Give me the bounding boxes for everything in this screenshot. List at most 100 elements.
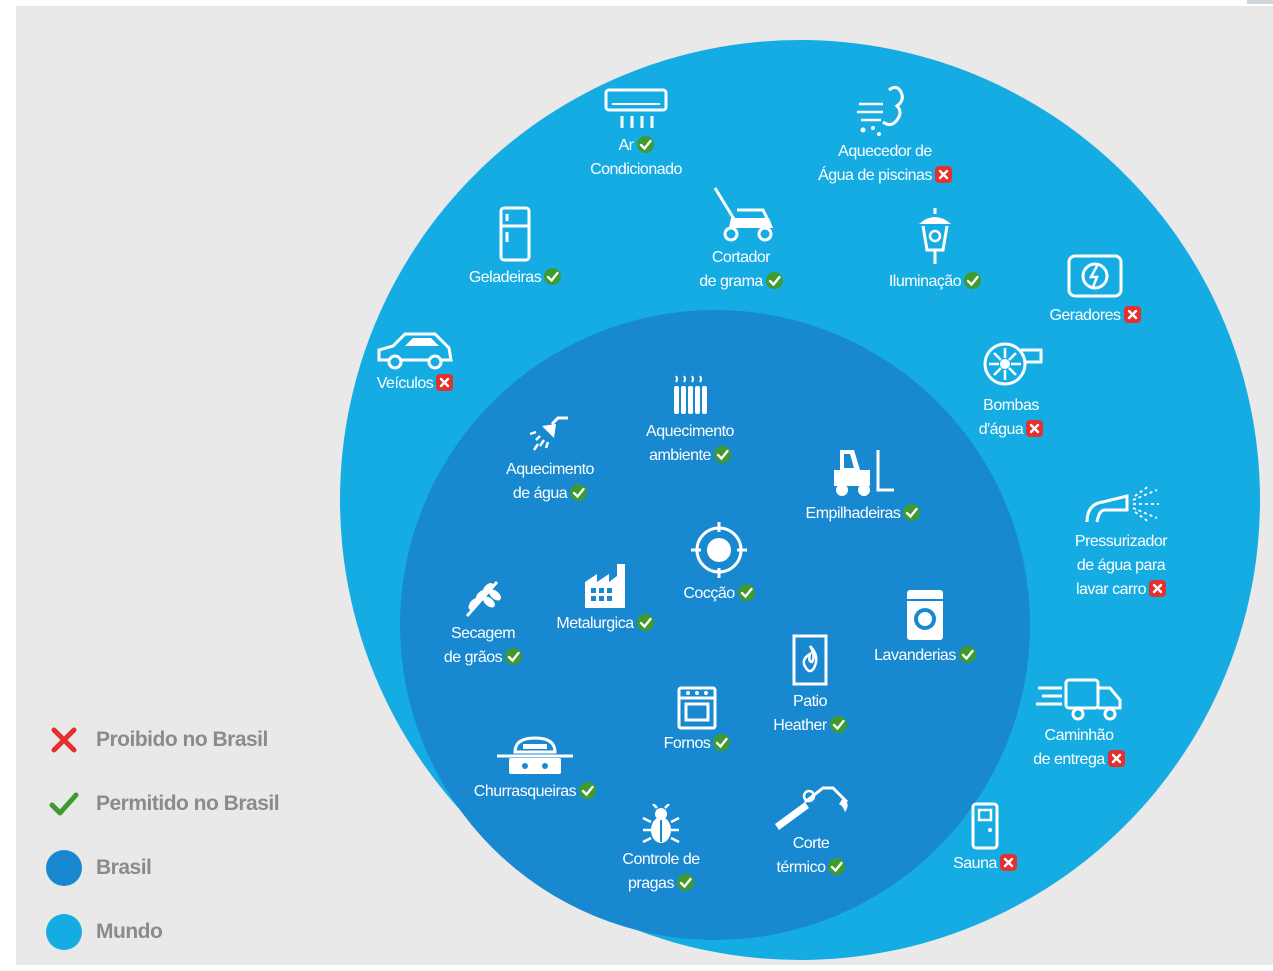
item-label-line: ambiente xyxy=(595,444,785,468)
item-label-line: Empilhadeiras xyxy=(768,502,958,526)
item-label-line: Caminhão xyxy=(1044,727,1114,744)
proibido-x-icon xyxy=(436,374,454,391)
generator-icon xyxy=(1067,254,1123,298)
item-label-line: Churrasqueiras xyxy=(440,780,630,804)
item-label-line: de entrega xyxy=(984,748,1174,772)
item-ar-condicionado: Ar Condicionado xyxy=(541,88,731,182)
legend-permitido: Permitido no Brasil xyxy=(44,784,344,824)
permitido-check-icon xyxy=(713,734,731,751)
item-metalurgica: Metalurgica xyxy=(510,562,700,636)
forklift-icon xyxy=(834,450,894,496)
permitido-check-icon xyxy=(765,272,783,289)
torch-icon xyxy=(775,786,849,830)
patio-heater-icon xyxy=(792,634,828,686)
item-label-line: Sauna xyxy=(890,852,1080,876)
item-label-line: Veículos xyxy=(320,372,510,396)
item-label-line: de grãos xyxy=(388,646,578,670)
item-empilhadeiras: Empilhadeiras xyxy=(768,446,958,526)
legend-mundo: Mundo xyxy=(44,912,344,952)
item-label-line: Condicionado xyxy=(590,161,682,178)
water-pump-icon xyxy=(983,342,1043,386)
item-pressurizador: Pressurizador de água para lavar carro xyxy=(1026,484,1216,602)
item-aquecimento-ambiente: Aquecimento ambiente xyxy=(595,372,785,468)
item-controle-pragas: Controle de pragas xyxy=(566,804,756,896)
grill-icon xyxy=(497,736,573,774)
proibido-x-icon xyxy=(1026,420,1044,437)
item-geladeiras: Geladeiras xyxy=(420,206,610,290)
proibido-x-icon xyxy=(1123,306,1141,323)
item-label-line: Controle de xyxy=(622,851,700,868)
permitido-check-icon xyxy=(713,446,731,463)
item-label-line: Aquecimento xyxy=(646,423,734,440)
item-label-line: de água para xyxy=(1076,557,1166,574)
item-label-line: Ar xyxy=(541,134,731,158)
item-label-line: Pressurizador xyxy=(1074,533,1168,550)
item-lavanderias: Lavanderias xyxy=(830,588,1020,668)
item-label-line: Lavanderias xyxy=(830,644,1020,668)
permitido-check-icon xyxy=(903,504,921,521)
legend-label: Proibido no Brasil xyxy=(96,728,268,751)
shower-icon xyxy=(529,416,568,451)
legend-label: Brasil xyxy=(96,856,152,879)
item-label-line: Heather xyxy=(715,714,905,738)
car-icon xyxy=(377,332,453,370)
oven-icon xyxy=(677,686,717,730)
item-label-line: Bombas xyxy=(983,397,1039,414)
permitido-check-icon xyxy=(958,646,976,663)
legend-label: Mundo xyxy=(96,920,163,943)
permitido-check-icon xyxy=(636,136,654,153)
pool-heater-icon xyxy=(857,85,904,136)
proibido-x-icon xyxy=(1107,750,1125,767)
factory-icon xyxy=(585,564,625,608)
item-label-line: pragas xyxy=(566,872,756,896)
item-patio-heather: Patio Heather xyxy=(715,632,905,738)
item-iluminacao: Iluminação xyxy=(840,206,1030,294)
pressure-washer-icon xyxy=(1085,485,1159,523)
radiator-icon xyxy=(674,375,707,414)
item-caminhao: Caminhão de entrega xyxy=(984,676,1174,772)
permitido-check-icon xyxy=(828,858,846,875)
item-aquecimento-agua: Aquecimento de água xyxy=(455,414,645,506)
proibido-x-icon xyxy=(1149,580,1167,597)
legend-brasil: Brasil xyxy=(44,848,344,888)
item-label-line: térmico xyxy=(716,856,906,880)
item-geradores: Geradores xyxy=(1000,252,1190,328)
item-aquecedor-piscinas: Aquecedor de Água de piscinas xyxy=(790,84,980,188)
permitido-check-icon xyxy=(636,614,654,631)
item-coccao: Cocção xyxy=(624,520,814,606)
item-fornos: Fornos xyxy=(602,686,792,756)
item-label-line: de água xyxy=(455,482,645,506)
legend-proibido: Proibido no Brasil xyxy=(44,720,344,760)
permitido-check-icon xyxy=(505,648,523,665)
item-churrasqueiras: Churrasqueiras xyxy=(440,734,630,804)
item-veiculos: Veículos xyxy=(320,330,510,396)
permitido-check-icon xyxy=(676,874,694,891)
item-label-line: Fornos xyxy=(602,732,792,756)
item-label-line: Geradores xyxy=(1000,304,1190,328)
item-label-line: lavar carro xyxy=(1026,578,1216,602)
item-label-line: Água de piscinas xyxy=(790,164,980,188)
permitido-check-icon xyxy=(737,584,755,601)
item-label-line: Metalurgica xyxy=(510,612,700,636)
x-mark-icon xyxy=(44,720,84,760)
washing-machine-icon xyxy=(907,590,943,640)
item-label-line: Cortador xyxy=(711,249,771,266)
permitido-check-icon xyxy=(829,716,847,733)
permitido-check-icon xyxy=(570,484,588,501)
lawn-mower-icon xyxy=(713,187,773,242)
check-mark-icon xyxy=(44,784,84,824)
item-cortador-grama: Cortador de grama xyxy=(646,184,836,294)
grain-icon xyxy=(465,581,501,617)
sauna-icon xyxy=(971,802,999,850)
item-label-line: Cocção xyxy=(624,582,814,606)
permitido-check-icon xyxy=(579,782,597,799)
item-label-line: Aquecimento xyxy=(506,461,594,478)
item-corte-termico: Corte térmico xyxy=(716,780,906,880)
item-bombas-agua: Bombas d'água xyxy=(916,336,1106,442)
brasil-swatch xyxy=(46,850,82,886)
lamp-icon xyxy=(919,208,951,264)
item-secagem-graos: Secagem de grãos xyxy=(388,576,578,670)
proibido-x-icon xyxy=(999,854,1017,871)
item-label-line: Iluminação xyxy=(840,270,1030,294)
item-sauna: Sauna xyxy=(890,802,1080,876)
